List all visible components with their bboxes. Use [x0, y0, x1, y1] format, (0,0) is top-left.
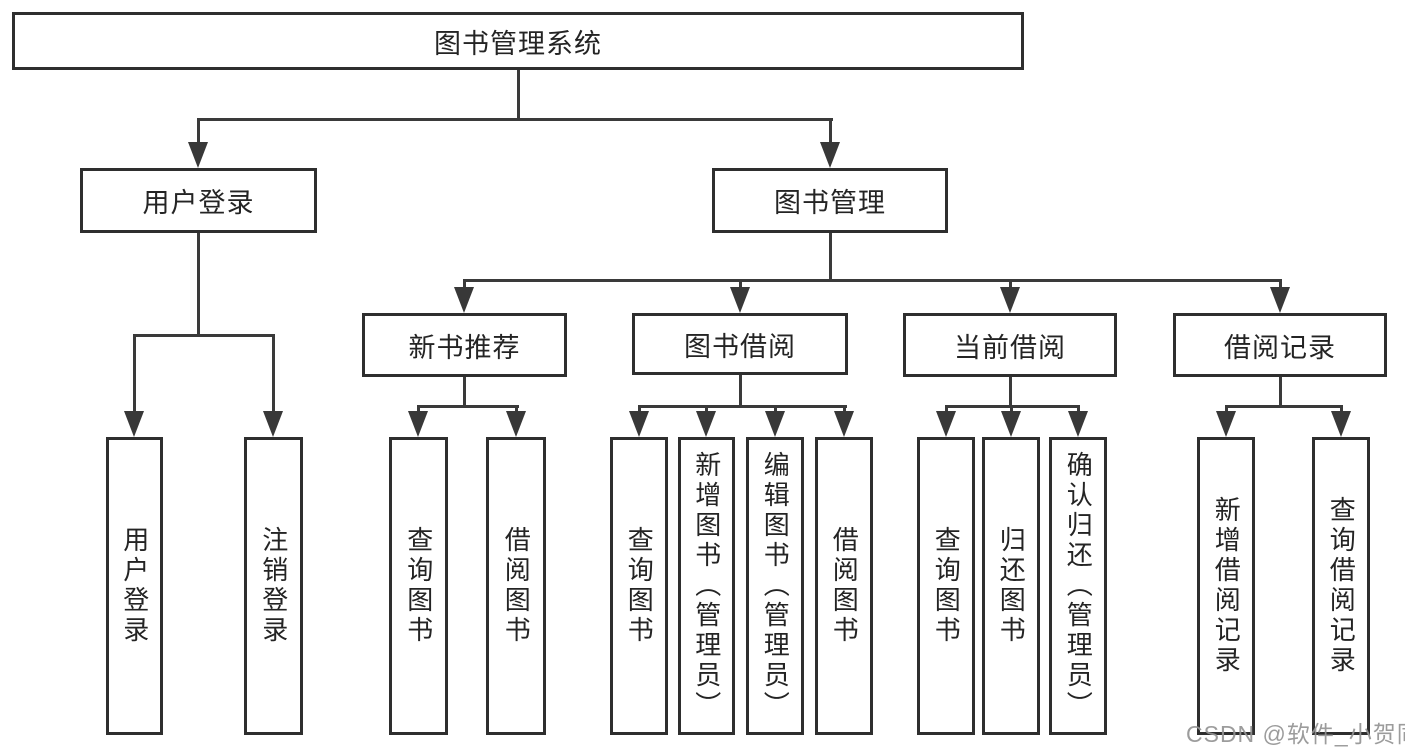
connector-recommend-hline	[417, 405, 519, 408]
connector-drop-records	[1279, 279, 1282, 290]
arrowhead-e2	[696, 411, 716, 437]
connector-drop-current	[1009, 279, 1012, 290]
csdn-watermark: CSDN @软件_小贺同学	[1186, 721, 1405, 747]
connector-borrow-stem	[739, 375, 742, 408]
connector-drop-recommend	[463, 279, 466, 290]
connector-drop-leaf-logout	[272, 334, 275, 413]
connector-drop-f2	[1010, 405, 1013, 414]
node-new-book-recommend: 新书推荐	[362, 313, 567, 377]
leaf-query-books-2: 查询图书	[610, 437, 668, 735]
arrowhead-g1	[1216, 411, 1236, 437]
connector-drop-d2	[515, 405, 518, 414]
arrowhead-e3	[765, 411, 785, 437]
leaf-add-book-admin: 新增图书（管理员）	[678, 437, 735, 735]
leaf-logout: 注销登录	[244, 437, 303, 735]
node-borrow-records: 借阅记录	[1173, 313, 1387, 377]
connector-current-stem	[1009, 377, 1012, 408]
node-current-borrow: 当前借阅	[903, 313, 1117, 377]
arrowhead-d2	[506, 411, 526, 437]
connector-drop-e1	[638, 405, 641, 414]
connector-drop-g1	[1225, 405, 1228, 414]
arrowhead-borrow	[730, 287, 750, 313]
arrowhead-recommend	[454, 287, 474, 313]
leaf-add-borrow-record: 新增借阅记录	[1197, 437, 1255, 735]
leaf-query-books-1: 查询图书	[389, 437, 448, 735]
node-book-management: 图书管理	[712, 168, 948, 233]
arrowhead-leaf-login	[124, 411, 144, 437]
connector-recommend-stem	[463, 377, 466, 408]
connector-drop-d1	[417, 405, 420, 414]
connector-drop-f3	[1077, 405, 1080, 414]
connector-drop-borrow	[739, 279, 742, 290]
connector-drop-user-login	[197, 118, 200, 145]
connector-records-hline	[1225, 405, 1343, 408]
connector-root-stem	[517, 70, 520, 120]
connector-drop-e4	[843, 405, 846, 414]
leaf-edit-book-admin: 编辑图书（管理员）	[746, 437, 804, 735]
leaf-confirm-return-admin: 确认归还（管理员）	[1049, 437, 1107, 735]
arrowhead-d1	[408, 411, 428, 437]
connector-drop-leaf-login	[133, 334, 136, 413]
arrowhead-f2	[1001, 411, 1021, 437]
arrowhead-e4	[834, 411, 854, 437]
connector-borrow-hline	[638, 405, 847, 408]
leaf-borrow-books-1: 借阅图书	[486, 437, 546, 735]
connector-drop-g2	[1340, 405, 1343, 414]
connector-drop-f1	[945, 405, 948, 414]
arrowhead-e1	[629, 411, 649, 437]
node-book-borrow: 图书借阅	[632, 313, 848, 375]
connector-drop-e2	[705, 405, 708, 414]
connector-user-hline	[133, 334, 275, 337]
arrowhead-user-login	[188, 142, 208, 168]
connector-mgmt-stem	[829, 233, 832, 281]
node-user-login-group: 用户登录	[80, 168, 317, 233]
leaf-query-books-3: 查询图书	[917, 437, 975, 735]
node-root: 图书管理系统	[12, 12, 1024, 70]
leaf-user-login: 用户登录	[106, 437, 163, 735]
arrowhead-g2	[1331, 411, 1351, 437]
connector-mgmt-hline	[463, 279, 1282, 282]
arrowhead-book-mgmt	[820, 142, 840, 168]
connector-user-stem	[197, 233, 200, 337]
connector-records-stem	[1279, 377, 1282, 408]
leaf-borrow-books-2: 借阅图书	[815, 437, 873, 735]
connector-drop-book-mgmt	[829, 118, 832, 145]
connector-drop-e3	[774, 405, 777, 414]
leaf-query-borrow-record: 查询借阅记录	[1312, 437, 1370, 735]
arrowhead-f1	[936, 411, 956, 437]
connector-root-hline	[197, 118, 833, 121]
arrowhead-records	[1270, 287, 1290, 313]
leaf-return-book: 归还图书	[982, 437, 1040, 735]
arrowhead-current	[1000, 287, 1020, 313]
arrowhead-leaf-logout	[263, 411, 283, 437]
arrowhead-f3	[1068, 411, 1088, 437]
